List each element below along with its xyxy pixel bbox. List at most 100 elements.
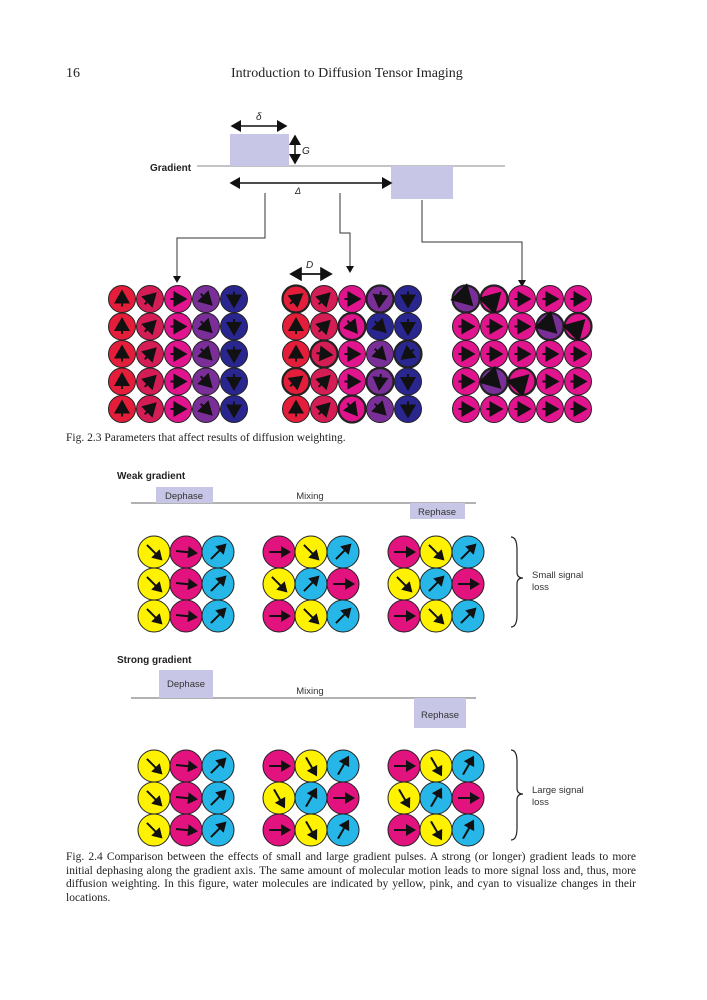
molecule-grids (137, 535, 485, 847)
spin-grids (108, 283, 593, 424)
spin-arrow-icon (141, 292, 157, 308)
phase-arrow-icon (460, 543, 477, 560)
weak-dephase-pulse (156, 487, 213, 503)
phase-arrow-icon (210, 543, 227, 560)
spin-arrow-icon (141, 347, 157, 363)
phase-arrow-icon (210, 789, 227, 806)
g-label: G (302, 146, 310, 157)
spin-arrow-icon (478, 365, 502, 389)
phase-arrow-icon (146, 758, 163, 775)
spin-arrow-icon (450, 283, 474, 307)
phase-arrow-icon (146, 544, 163, 561)
phase-arrow-icon (175, 792, 198, 805)
spin-arrow-icon (342, 318, 358, 334)
strong-result-line-2: loss (532, 797, 549, 808)
spin-arrow-icon (315, 292, 331, 308)
phase-arrow-icon (210, 607, 227, 624)
phase-arrow-icon (428, 608, 445, 625)
phase-arrow-icon (462, 755, 475, 776)
spin-arrow-icon (316, 345, 334, 362)
phase-arrow-icon (271, 576, 288, 593)
spin-arrow-icon (506, 374, 530, 398)
gradient-pulse-1 (230, 134, 289, 166)
weak-mixing-label: Mixing (296, 491, 323, 502)
connector-1 (173, 193, 266, 283)
spin-arrow-icon (197, 345, 213, 361)
spin-arrow-icon (400, 344, 417, 360)
spin-arrow-icon (197, 317, 213, 334)
phase-arrow-icon (210, 757, 227, 774)
gradient-pulse-2 (391, 166, 453, 199)
spin-arrow-icon (371, 345, 387, 361)
spin-arrow-icon (342, 400, 358, 417)
phase-arrow-icon (146, 608, 163, 625)
phase-arrow-icon (175, 610, 198, 623)
d-label: D (306, 260, 313, 271)
strong-result-line-1: Large signal (532, 785, 584, 796)
delta-small-label: δ (256, 112, 262, 123)
strong-rephase-label: Rephase (421, 710, 459, 721)
gradient-label: Gradient (150, 163, 192, 174)
weak-result-line-2: loss (532, 582, 549, 593)
strong-mixing-label: Mixing (296, 686, 323, 697)
spin-arrow-icon (315, 374, 331, 391)
spin-arrow-icon (371, 400, 387, 416)
weak-rephase-label: Rephase (418, 507, 456, 518)
phase-arrow-icon (305, 787, 318, 808)
phase-arrow-icon (337, 755, 350, 776)
figure-2-3: Gradient δ G Δ D (108, 112, 593, 424)
connector-2 (339, 193, 354, 273)
phase-arrow-icon (175, 546, 198, 559)
phase-arrow-icon (398, 788, 411, 809)
phase-arrow-icon (175, 824, 198, 837)
weak-brace (510, 536, 524, 628)
spin-arrow-icon (315, 402, 331, 418)
figure-2-4-caption: Fig. 2.4 Comparison between the effects … (66, 851, 636, 904)
phase-arrow-icon (396, 576, 413, 593)
phase-arrow-icon (335, 543, 352, 560)
weak-gradient-title: Weak gradient (117, 471, 186, 482)
phase-arrow-icon (430, 787, 443, 808)
spin-arrow-icon (534, 310, 558, 334)
spin-arrow-icon (141, 319, 157, 336)
phase-arrow-icon (273, 788, 286, 809)
phase-arrow-icon (462, 819, 475, 840)
spin-arrow-icon (287, 293, 304, 309)
phase-arrow-icon (430, 820, 443, 841)
spin-arrow-icon (315, 319, 331, 336)
phase-arrow-icon (210, 575, 227, 592)
connector-3 (421, 200, 526, 287)
spin-arrow-icon (372, 291, 389, 309)
spin-arrow-icon (141, 402, 157, 418)
running-head: Introduction to Diffusion Tensor Imaging (231, 66, 463, 81)
weak-rephase-pulse (410, 503, 465, 519)
spin-arrow-icon (371, 317, 387, 334)
phase-arrow-icon (146, 822, 163, 839)
weak-dephase-label: Dephase (165, 491, 203, 502)
delta-big-label: Δ (294, 186, 301, 196)
strong-rephase-pulse (414, 698, 466, 728)
spin-arrow-icon (197, 372, 213, 389)
phase-arrow-icon (146, 790, 163, 807)
spin-arrow-icon (141, 374, 157, 391)
figure-2-4: Weak gradient Dephase Mixing Rephase Sma… (117, 471, 584, 847)
spin-arrow-icon (197, 290, 213, 306)
strong-gradient-title: Strong gradient (117, 655, 192, 666)
phase-arrow-icon (428, 575, 445, 592)
spin-arrow-icon (562, 319, 586, 343)
phase-arrow-icon (146, 576, 163, 593)
phase-arrow-icon (460, 607, 477, 624)
phase-arrow-icon (430, 756, 443, 777)
strong-dephase-label: Dephase (167, 679, 205, 690)
phase-arrow-icon (337, 819, 350, 840)
phase-arrow-icon (335, 607, 352, 624)
phase-arrow-icon (303, 575, 320, 592)
phase-arrow-icon (305, 820, 318, 841)
weak-result-line-1: Small signal (532, 570, 583, 581)
phase-arrow-icon (210, 821, 227, 838)
spin-arrow-icon (287, 375, 304, 391)
spin-arrow-icon (197, 400, 213, 416)
strong-dephase-pulse (159, 670, 213, 698)
phase-arrow-icon (303, 544, 320, 561)
phase-arrow-icon (428, 544, 445, 561)
